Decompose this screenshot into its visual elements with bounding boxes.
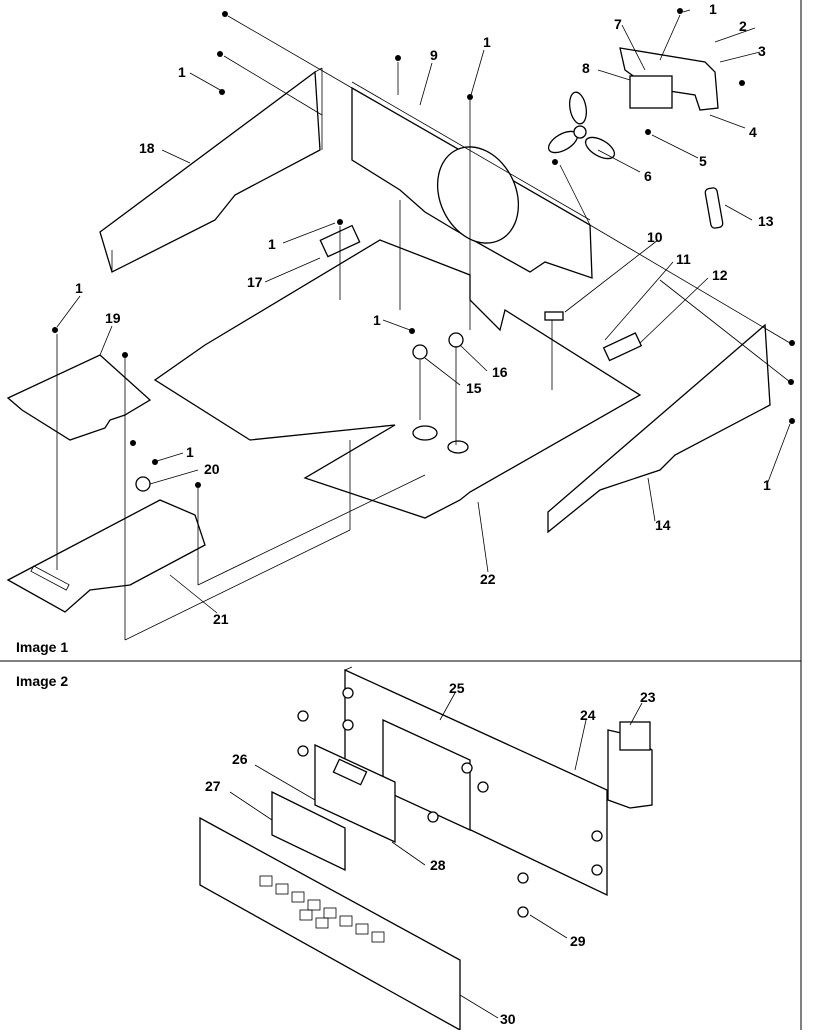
connector-23 — [619, 721, 651, 751]
fan-blade — [547, 91, 616, 160]
callout-24: 24 — [580, 707, 596, 723]
callout-3: 3 — [758, 43, 766, 59]
callout-1d: 1 — [268, 236, 276, 252]
switch-10 — [544, 311, 564, 321]
callout-4: 4 — [749, 124, 757, 140]
callout-21: 21 — [213, 611, 229, 627]
callout-1: 1 — [709, 1, 717, 17]
callout-23: 23 — [640, 689, 656, 705]
leader-lines-image1 — [56, 9, 791, 614]
callout-1g: 1 — [186, 444, 194, 460]
callout-18: 18 — [139, 140, 155, 156]
callout-26: 26 — [232, 751, 248, 767]
base-hole — [412, 425, 438, 441]
back-frame — [382, 718, 471, 832]
callout-1e: 1 — [75, 280, 83, 296]
panel-label-image2: Image 2 — [16, 673, 69, 689]
callout-16: 16 — [492, 364, 508, 380]
base-plate — [153, 239, 642, 519]
callout-28: 28 — [430, 857, 446, 873]
callout-1c: 1 — [178, 64, 186, 80]
callout-10: 10 — [647, 229, 663, 245]
panel-flange — [351, 81, 591, 221]
callout-11: 11 — [676, 251, 691, 267]
fan-opening — [436, 146, 520, 244]
callout-6: 6 — [644, 168, 652, 184]
panel-label-image1: Image 1 — [16, 639, 69, 655]
callout-27: 27 — [205, 778, 221, 794]
display-lens — [271, 790, 346, 872]
callout-25: 25 — [449, 680, 465, 696]
callout-7: 7 — [614, 16, 622, 32]
image2-drawing: 23 24 25 26 27 28 29 30 — [199, 666, 656, 1032]
callout-13: 13 — [758, 213, 774, 229]
callout-19: 19 — [105, 310, 121, 326]
plate-flange — [344, 666, 353, 671]
fan-motor — [629, 75, 673, 109]
control-mounting-plate — [344, 668, 608, 897]
callout-17: 17 — [247, 274, 263, 290]
callout-1h: 1 — [763, 477, 771, 493]
tray-slot — [30, 565, 70, 591]
leader-lines-image2 — [229, 692, 643, 1019]
side-bracket-right — [547, 323, 771, 534]
callout-29: 29 — [570, 933, 586, 949]
screws-image1 — [52, 8, 795, 488]
base-hole — [447, 440, 469, 454]
thermostat-20 — [135, 476, 151, 492]
display-window — [332, 758, 368, 786]
terminal-13 — [704, 187, 724, 229]
callout-20: 20 — [204, 461, 220, 477]
callout-8: 8 — [582, 60, 590, 76]
callout-5: 5 — [699, 153, 707, 169]
callout-9: 9 — [430, 47, 438, 63]
callout-15: 15 — [466, 380, 482, 396]
keypad — [259, 875, 385, 943]
thermostat-16 — [448, 332, 464, 348]
callout-12: 12 — [712, 267, 728, 283]
assembly-lines-image1 — [56, 14, 791, 641]
callout-1f: 1 — [373, 312, 381, 328]
bottom-tray — [6, 499, 206, 613]
side-bracket-left — [99, 70, 321, 273]
screws-image2 — [297, 687, 603, 918]
callout-30: 30 — [500, 1011, 516, 1027]
block-12 — [602, 332, 643, 362]
image1-drawing: 1 2 3 4 5 6 7 8 9 10 11 12 13 14 15 16 1… — [6, 1, 795, 641]
callout-22: 22 — [480, 571, 496, 587]
thermostat-15 — [412, 344, 428, 360]
callout-14: 14 — [655, 517, 671, 533]
callout-1b: 1 — [483, 34, 491, 50]
callout-2: 2 — [739, 18, 747, 34]
top-cover — [6, 354, 152, 441]
bracket-edge — [314, 67, 323, 73]
